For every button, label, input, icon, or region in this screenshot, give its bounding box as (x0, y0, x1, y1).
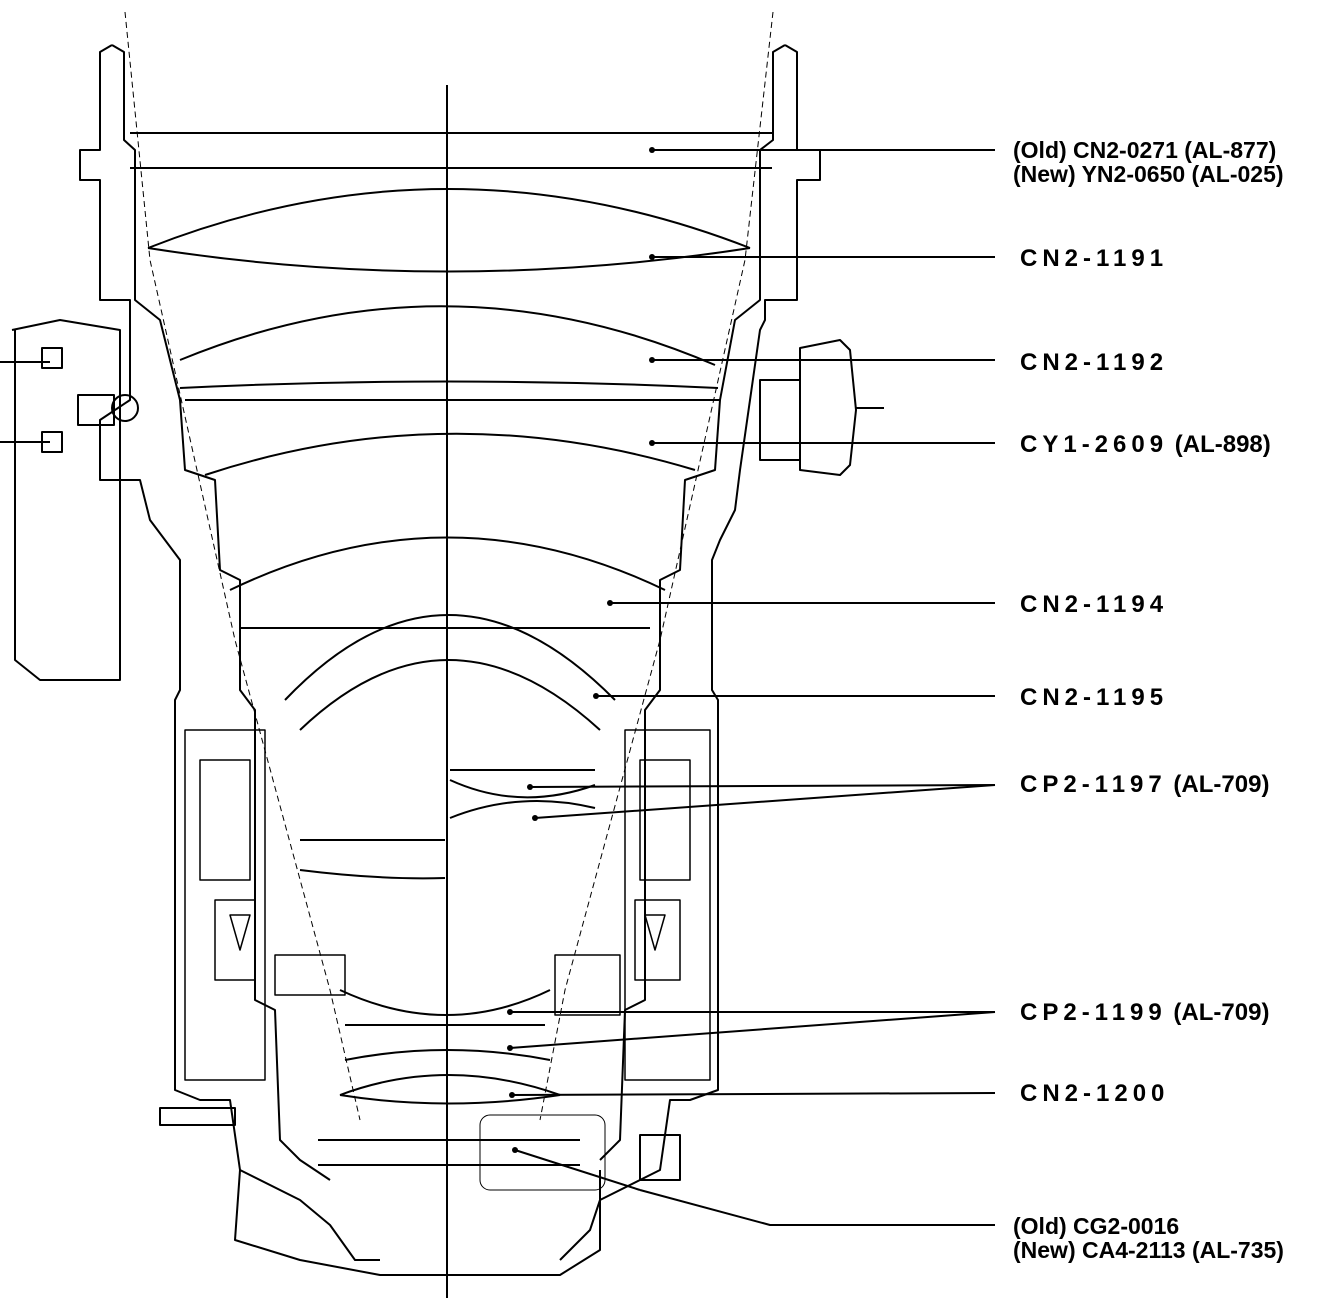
grip-window (77, 394, 115, 426)
label-lens-7: CP2-1197 (AL-709) (1020, 772, 1269, 798)
label-lens-8-note: (AL-709) (1173, 999, 1270, 1026)
label-lens-10: (Old) CG2-0016 (New) CA4-2113 (AL-735) (1013, 1214, 1284, 1262)
barrel-outline-left (79, 44, 380, 1261)
label-lens-8-code: CP2-1199 (1020, 999, 1167, 1026)
barrel-outline-right (559, 44, 821, 1261)
element-7b (299, 839, 446, 880)
lens-elements (130, 132, 772, 1166)
label-lens-1: (Old) CN2-0271 (AL-877) (New) YN2-0650 (… (1013, 138, 1284, 186)
label-lens-9: CN2-1200 (1020, 1080, 1170, 1107)
label-lens-4: CY1-2609 (AL-898) (1020, 432, 1271, 458)
element-4 (185, 399, 720, 476)
element-10 (318, 1139, 580, 1166)
label-lens-4-note: (AL-898) (1174, 431, 1271, 458)
label-lens-10-new: (New) CA4-2113 (AL-735) (1013, 1237, 1284, 1263)
label-lens-5: CN2-1194 (1020, 591, 1169, 618)
mechanism-right (554, 729, 711, 1081)
label-lens-2: CN2-1191 (1020, 245, 1169, 272)
leader-lines (509, 149, 996, 1226)
grip-knob (111, 394, 139, 422)
label-lens-10-old: (Old) CG2-0016 (1013, 1213, 1180, 1239)
element-1 (130, 132, 772, 169)
element-7 (449, 769, 596, 819)
bottom-mount (234, 1169, 601, 1276)
connector-stub (159, 1107, 236, 1126)
label-lens-1-new: (New) YN2-0650 (AL-025) (1013, 161, 1284, 187)
element-9 (339, 1074, 561, 1105)
element-3 (179, 305, 719, 389)
element-5 (229, 536, 666, 629)
element-6 (284, 614, 616, 731)
barrel-inner-left (111, 44, 331, 1181)
element-8 (339, 989, 551, 1061)
focus-knob-right (799, 339, 857, 476)
label-lens-3: CN2-1192 (1020, 349, 1169, 376)
label-lens-8: CP2-1199 (AL-709) (1020, 1000, 1269, 1026)
label-lens-7-note: (AL-709) (1173, 771, 1270, 798)
mechanism-left (184, 729, 346, 1081)
label-lens-6: CN2-1195 (1020, 684, 1169, 711)
label-lens-4-code: CY1-2609 (1020, 431, 1169, 458)
side-grip-left (11, 319, 121, 681)
field-rays (124, 11, 774, 1121)
label-lens-1-old: (Old) CN2-0271 (AL-877) (1013, 137, 1277, 163)
barrel-inner-right (599, 44, 786, 1161)
label-lens-7-code: CP2-1197 (1020, 771, 1167, 798)
element-2 (147, 188, 751, 273)
